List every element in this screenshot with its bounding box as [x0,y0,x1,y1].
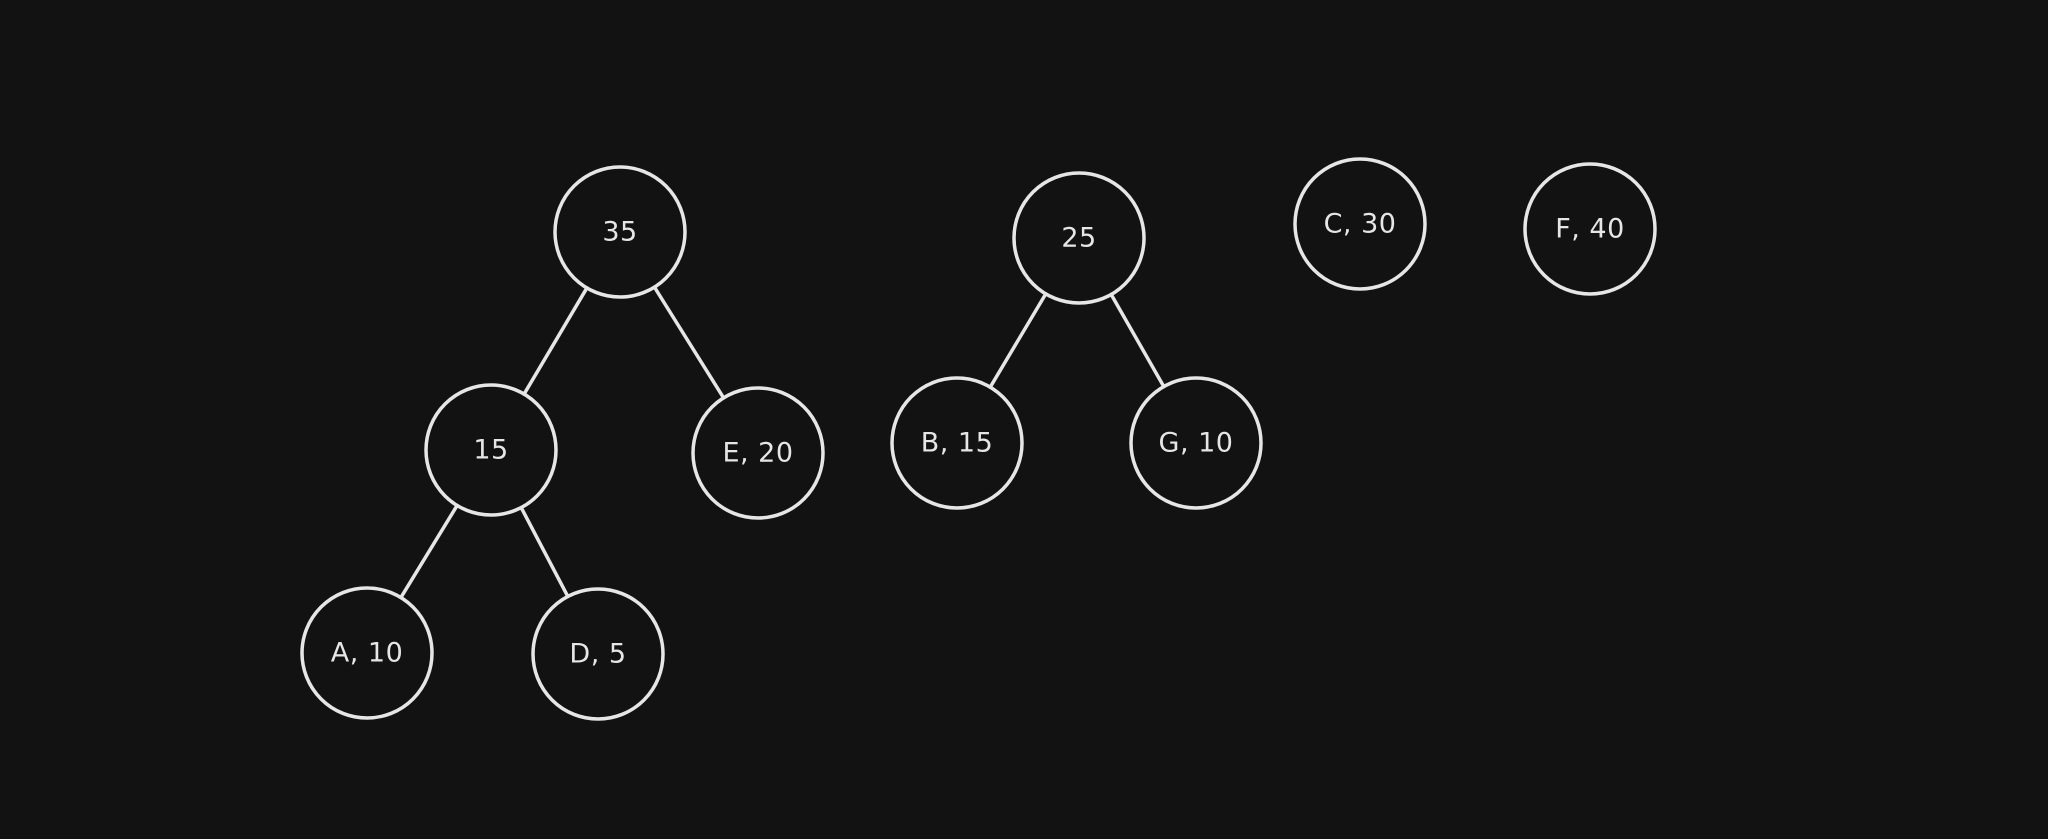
node-circle [1129,376,1263,510]
node-label: B, 15 [921,428,994,459]
tree-node: E, 20 [691,386,825,520]
tree-node: F, 40 [1523,162,1657,296]
node-label: F, 40 [1555,214,1625,245]
tree-node: A, 10 [300,586,434,720]
node-label: E, 20 [722,438,793,469]
node-circle [531,587,665,721]
edge-n15-nA10 [399,503,459,600]
node-circle [1293,157,1427,291]
node-circle [1012,171,1146,305]
node-circle [553,165,687,299]
tree-node: B, 15 [890,376,1024,510]
node-circle [890,376,1024,510]
node-label: 35 [602,217,637,248]
tree-nodes: 35 15 E, 20 A, 10 D, 5 25 B, 15 G, 10 C, 30 F, 40 [300,157,1657,721]
node-label: 25 [1061,223,1096,254]
edge-n25-nB15 [988,292,1048,389]
node-label: C, 30 [1324,209,1397,240]
tree-node: G, 10 [1129,376,1263,510]
node-label: D, 5 [569,639,626,670]
tree-node: D, 5 [531,587,665,721]
tree-edges [399,285,1166,600]
node-label: A, 10 [331,638,404,669]
edge-n15-nD5 [519,505,570,599]
tree-node: 25 [1012,171,1146,305]
node-circle [691,386,825,520]
node-label: G, 10 [1159,428,1234,459]
edge-n35-n15 [522,286,589,396]
node-circle [1523,162,1657,296]
edge-n25-nG10 [1109,292,1166,389]
tree-node: 35 [553,165,687,299]
node-circle [300,586,434,720]
tree-node: C, 30 [1293,157,1427,291]
tree-node: 15 [424,383,558,517]
node-label: 15 [473,435,508,466]
edge-n35-nE20 [652,285,726,400]
node-circle [424,383,558,517]
